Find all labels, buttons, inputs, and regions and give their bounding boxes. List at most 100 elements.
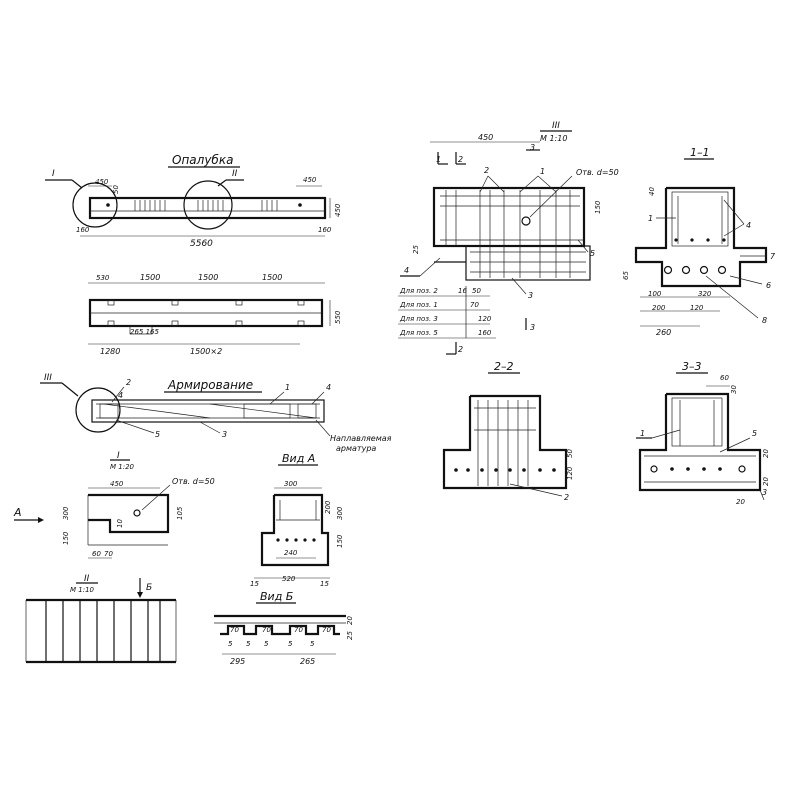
dim-265-165: 265 165 <box>130 328 159 336</box>
marker-5: 5 <box>155 430 160 439</box>
section-2-dim-120: 120 <box>566 466 574 480</box>
view-b-dim-70b: 70 <box>262 626 271 634</box>
detail-i-dim-10: 10 <box>116 519 124 528</box>
detail-iii-marker-2: 2 <box>484 166 489 175</box>
arrow-b-label: Б <box>146 583 152 593</box>
detail-ii-title: II <box>84 574 90 584</box>
section-1-dim-260: 260 <box>656 328 671 337</box>
section-1-dim-120: 120 <box>690 304 704 312</box>
dim-160-right: 160 <box>318 226 332 234</box>
formwork-elevation: Опалубка <box>45 153 342 249</box>
cut-3-bottom-label: 3 <box>530 323 535 332</box>
welded-rebar-line-2: арматура <box>336 444 376 453</box>
detail-i-dim-450: 450 <box>110 480 124 488</box>
view-b-dim-5c: 5 <box>264 640 269 648</box>
view-b-dim-5a: 5 <box>228 640 233 648</box>
pos-2-v50: 50 <box>472 287 481 295</box>
section-1-dim-65: 65 <box>622 271 630 280</box>
dim-160-left: 160 <box>76 226 90 234</box>
dim-450-right: 450 <box>303 176 317 184</box>
detail-i-title: I <box>117 451 120 461</box>
detail-circle-iii <box>75 387 121 433</box>
arrow-a-label: А <box>13 506 22 519</box>
section-3-marker-1: 1 <box>640 429 645 438</box>
cut-3-top-label: 3 <box>530 143 535 152</box>
view-a-dim-520: 520 <box>282 575 296 583</box>
dim-1500-a: 1500 <box>140 273 160 282</box>
detail-i-dim-70: 70 <box>104 550 113 558</box>
section-2-title: 2–2 <box>494 360 514 373</box>
section-1-dim-200: 200 <box>652 304 666 312</box>
view-b-heading: Вид Б <box>260 590 293 603</box>
detail-i-hole-callout: Отв. d=50 <box>172 477 215 486</box>
section-3-dim-20c: 20 <box>736 498 745 506</box>
dim-1500-c: 1500 <box>262 273 282 282</box>
view-b-dim-295: 295 <box>230 657 245 666</box>
view-a-dim-15b: 15 <box>320 580 329 588</box>
marker-i: I <box>52 169 55 179</box>
formwork-hatching <box>134 200 278 211</box>
section-1-dim-100: 100 <box>648 290 662 298</box>
marker-1: 1 <box>285 383 290 392</box>
section-1-dim-40: 40 <box>648 187 656 196</box>
section-1-marker-8: 8 <box>762 316 767 325</box>
reinforcement-heading: Армирование <box>167 378 253 392</box>
view-b-dim-5e: 5 <box>310 640 315 648</box>
reinforcement-elevation: Армирование III 2 4 1 4 5 3 Наплавляемая… <box>40 373 392 453</box>
view-b-dim-70a: 70 <box>230 626 239 634</box>
view-b: Вид Б 70 70 70 70 5 5 5 5 5 295 265 20 2… <box>214 590 354 666</box>
marker-4-right: 4 <box>326 383 331 392</box>
detail-iii: III М 1:10 450 1 2 3 <box>398 121 619 355</box>
detail-iii-dim-150: 150 <box>594 200 602 214</box>
view-a-dim-150r: 150 <box>336 534 344 548</box>
dim-530: 530 <box>96 274 110 282</box>
detail-iii-dim-25: 25 <box>412 245 420 254</box>
detail-i-dim-60: 60 <box>92 550 101 558</box>
pos-5-label: Для поз. 5 <box>399 329 438 337</box>
view-b-dim-5d: 5 <box>288 640 293 648</box>
marker-3: 3 <box>222 430 227 439</box>
marker-4-left: 4 <box>118 391 123 400</box>
section-3-marker-3: 3 <box>762 488 767 497</box>
detail-i-scale: М 1:20 <box>110 463 135 471</box>
view-a-dim-300: 300 <box>284 480 298 488</box>
dim-550: 550 <box>334 310 342 324</box>
view-a: Вид А 300 240 15 520 15 200 300 150 <box>250 452 344 588</box>
detail-ii-scale: М 1:10 <box>70 586 95 594</box>
pos-2-label: Для поз. 2 <box>399 287 438 295</box>
detail-iii-marker-5: 5 <box>590 249 595 258</box>
arrow-a-icon <box>38 517 44 523</box>
view-a-dim-300r: 300 <box>336 506 344 520</box>
section-1-marker-4: 4 <box>746 221 751 230</box>
detail-iii-dim-450: 450 <box>478 133 493 142</box>
marker-iii: III <box>44 373 52 383</box>
marker-2: 2 <box>126 378 131 387</box>
pos-1-v70: 70 <box>470 301 479 309</box>
section-1-1: 1–1 40 65 1 4 7 6 8 100 320 200 120 260 <box>622 146 776 337</box>
welded-rebar-line-1: Наплавляемая <box>330 434 392 443</box>
detail-i: I М 1:20 450 Отв. d=50 300 150 10 105 60… <box>13 451 215 559</box>
view-b-dim-70c: 70 <box>294 626 303 634</box>
view-a-dim-200: 200 <box>324 500 332 514</box>
detail-circle-i <box>72 182 118 228</box>
section-2-2: 2–2 50 120 2 <box>442 360 574 502</box>
pos-3-label: Для поз. 3 <box>399 315 438 323</box>
view-b-dim-70d: 70 <box>322 626 331 634</box>
view-b-dim-25: 25 <box>346 631 354 640</box>
detail-i-dim-300: 300 <box>62 506 70 520</box>
section-1-marker-7: 7 <box>770 252 776 261</box>
pos-5-v160: 160 <box>478 329 492 337</box>
detail-i-dim-150: 150 <box>62 531 70 545</box>
section-2-marker-2: 2 <box>564 493 569 502</box>
dim-1280: 1280 <box>100 347 120 356</box>
section-3-dim-60: 60 <box>720 374 729 382</box>
cut-2-top-label: 2 <box>458 155 463 164</box>
view-a-dim-15a: 15 <box>250 580 259 588</box>
formwork-plan: 530 1500 1500 1500 550 265 165 1280 1500… <box>88 273 342 356</box>
view-b-dim-5b: 5 <box>246 640 251 648</box>
section-3-dim-30: 30 <box>730 385 738 394</box>
pos-1-label: Для поз. 1 <box>399 301 438 309</box>
dim-450-left: 450 <box>95 178 109 186</box>
detail-i-dim-105: 105 <box>176 506 184 520</box>
section-1-marker-6: 6 <box>766 281 771 290</box>
